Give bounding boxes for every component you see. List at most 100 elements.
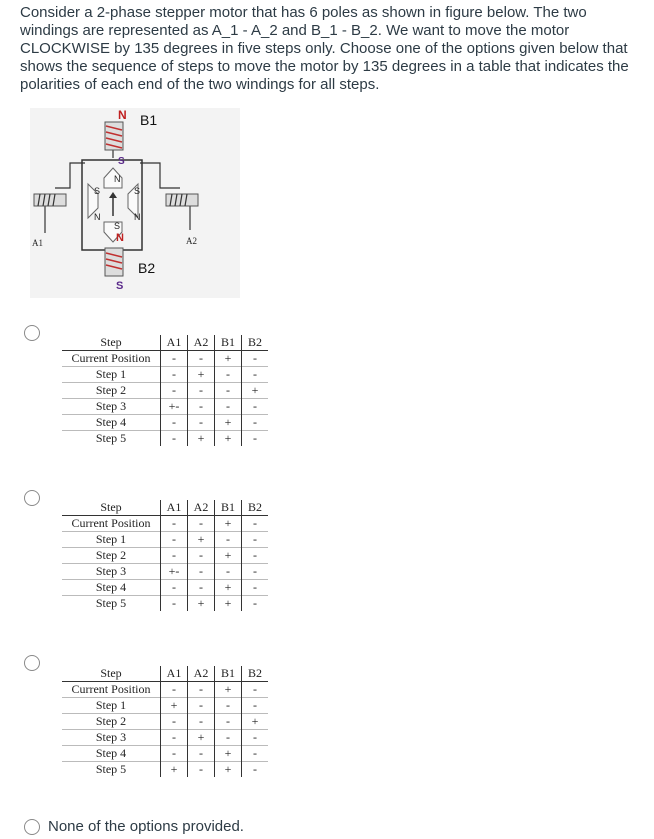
option-none-radio[interactable] <box>24 819 40 835</box>
step-cell: Step 5 <box>62 595 161 611</box>
a1-cell: - <box>160 350 188 367</box>
table-row: Step 3-+-- <box>62 729 268 746</box>
table-row: Step 2---+ <box>62 382 268 399</box>
option-3-body: Current Position--+-Step 1+---Step 2---+… <box>62 681 268 777</box>
table-row: Step 5+-+- <box>62 761 268 777</box>
table-row: Step 2--+- <box>62 547 268 564</box>
b1-cell: - <box>214 713 242 730</box>
b2-cell: - <box>253 367 257 381</box>
a1-cell: - <box>160 745 188 762</box>
table-row: Step 1+--- <box>62 697 268 714</box>
header-b2: B2 <box>241 500 268 516</box>
b1-cell: + <box>214 681 242 698</box>
step-cell: Step 1 <box>62 531 161 548</box>
a2-cell: - <box>187 350 215 367</box>
b1-cell: - <box>214 382 242 399</box>
a1-label: A1 <box>32 238 43 248</box>
b1-cell: + <box>214 515 242 532</box>
b2-cell: - <box>253 580 257 594</box>
b2-cell: - <box>253 548 257 562</box>
a1-cell: - <box>160 382 188 399</box>
table-row: Current Position--+- <box>62 515 268 532</box>
table-row: Step 4--+- <box>62 579 268 596</box>
a1-cell: - <box>160 366 188 383</box>
option-1-body: Current Position--+-Step 1-+--Step 2---+… <box>62 350 268 446</box>
b1-cell: + <box>214 547 242 564</box>
b2-cell: - <box>253 698 257 712</box>
step-cell: Step 3 <box>62 398 161 415</box>
a1-cell: - <box>160 414 188 431</box>
table-row: Step 1-+-- <box>62 366 268 383</box>
step-cell: Step 3 <box>62 729 161 746</box>
b1-cell: - <box>214 697 242 714</box>
top-s-label: S <box>118 156 125 167</box>
a1-cell: +- <box>160 563 188 580</box>
option-1-table: Step A1 A2 B1 B2 Current Position--+-Ste… <box>62 335 268 446</box>
stepper-motor-diagram <box>33 121 199 277</box>
a2-cell: - <box>187 414 215 431</box>
a2-cell: - <box>187 745 215 762</box>
b2-cell: - <box>253 762 257 776</box>
header-a2: A2 <box>187 666 215 682</box>
a2-cell: + <box>187 531 215 548</box>
b1-cell: + <box>214 761 242 777</box>
header-step: Step <box>62 666 161 682</box>
b1-cell: + <box>214 414 242 431</box>
header-a1: A1 <box>160 666 188 682</box>
option-none-label: None of the options provided. <box>48 818 244 835</box>
table-header-row: Step A1 A2 B1 B2 <box>62 500 268 516</box>
table-row: Step 3+---- <box>62 398 268 415</box>
a1-cell: + <box>160 761 188 777</box>
a2-cell: + <box>187 729 215 746</box>
a2-cell: - <box>187 398 215 415</box>
left-s-label: S <box>94 186 101 196</box>
step-cell: Step 4 <box>62 745 161 762</box>
option-2-radio[interactable] <box>24 490 40 506</box>
a1-cell: - <box>160 681 188 698</box>
step-cell: Step 1 <box>62 366 161 383</box>
table-row: Step 3+---- <box>62 563 268 580</box>
header-a1: A1 <box>160 500 188 516</box>
b2-cell: - <box>253 746 257 760</box>
a2-cell: - <box>187 382 215 399</box>
step-cell: Step 2 <box>62 713 161 730</box>
header-a1: A1 <box>160 335 188 351</box>
table-row: Step 5-++- <box>62 595 268 611</box>
header-b1: B1 <box>214 335 242 351</box>
b1-cell: - <box>214 563 242 580</box>
b2-cell: - <box>253 596 257 610</box>
b2-cell: - <box>253 682 257 696</box>
b2-cell: - <box>253 351 257 365</box>
a1-cell: - <box>160 531 188 548</box>
rotor-n-label: N <box>114 174 121 184</box>
option-3-radio[interactable] <box>24 655 40 671</box>
table-header-row: Step A1 A2 B1 B2 <box>62 335 268 351</box>
a1-cell: +- <box>160 398 188 415</box>
header-b1: B1 <box>214 666 242 682</box>
b1-cell: - <box>214 366 242 383</box>
step-cell: Step 3 <box>62 563 161 580</box>
header-b2: B2 <box>241 666 268 682</box>
b2-cell: - <box>253 415 257 429</box>
stepper-motor-figure: N B1 S N S S N N S N A1 A2 B2 S <box>30 108 240 298</box>
a1-cell: - <box>160 547 188 564</box>
b2-cell: - <box>253 516 257 530</box>
a2-cell: + <box>187 366 215 383</box>
table-row: Current Position--+- <box>62 350 268 367</box>
a1-cell: - <box>160 729 188 746</box>
b2-cell: - <box>253 431 257 445</box>
step-cell: Current Position <box>62 681 161 698</box>
a1-cell: - <box>160 595 188 611</box>
b2-cell: - <box>253 532 257 546</box>
option-1-radio[interactable] <box>24 325 40 341</box>
table-row: Step 4--+- <box>62 414 268 431</box>
b2-cell: - <box>253 399 257 413</box>
b1-cell: - <box>214 531 242 548</box>
b2-label: B2 <box>138 260 156 276</box>
top-n-label: N <box>118 108 127 122</box>
step-cell: Step 4 <box>62 414 161 431</box>
a1-cell: - <box>160 430 188 446</box>
option-2-table: Step A1 A2 B1 B2 Current Position--+-Ste… <box>62 500 268 611</box>
a2-cell: - <box>187 579 215 596</box>
b1-cell: + <box>214 745 242 762</box>
